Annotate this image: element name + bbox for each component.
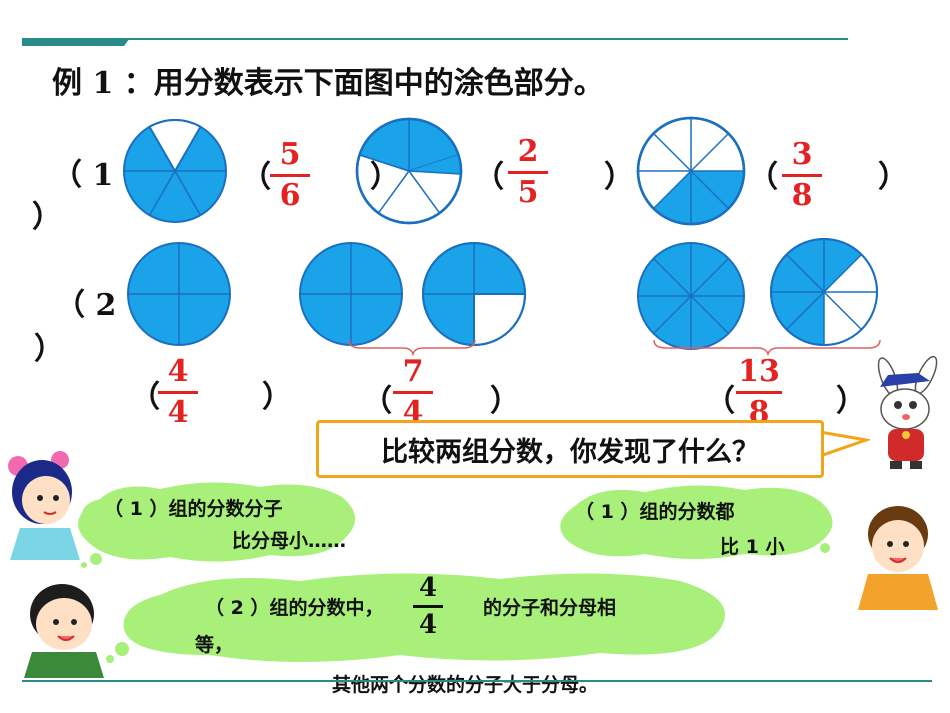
circle-5-of-8 — [770, 238, 878, 346]
answer5-open: （ — [362, 384, 392, 419]
bubble-right-line1: （ 1 ）组的分数都 — [575, 501, 735, 523]
bubble-bottom — [106, 573, 726, 663]
bubble-right — [560, 485, 833, 559]
answer3-open: （ — [748, 160, 778, 195]
denominator: 4 — [167, 395, 189, 430]
fraction-bar — [393, 391, 433, 394]
denominator: 5 — [517, 175, 539, 210]
bubble-left-top-line2: 比分母小…… — [232, 530, 347, 552]
boy-character-icon — [24, 584, 104, 678]
answer-3-8: 3 8 — [782, 140, 822, 211]
denominator: 8 — [791, 178, 813, 213]
bottom-rule — [22, 680, 932, 682]
group-brace — [348, 339, 476, 357]
bubble-left-top — [78, 482, 356, 568]
bubble-fraction-4-4: 4 4 — [413, 575, 443, 638]
answer2-close: ） — [604, 160, 634, 195]
numerator: 3 — [791, 137, 813, 172]
row2-label: （ 2 — [55, 288, 117, 323]
numerator: 7 — [402, 354, 424, 389]
circle-full-quarters — [299, 242, 403, 346]
circle-4-of-4 — [127, 242, 231, 346]
fraction-bar — [413, 605, 443, 608]
answer6-open: （ — [705, 384, 735, 419]
circle-3-of-8 — [636, 116, 746, 226]
answer1-open: （ — [241, 160, 271, 195]
numerator: 4 — [167, 354, 189, 389]
circle-2-of-5 — [355, 117, 463, 225]
answer3-close: ） — [878, 160, 908, 195]
numerator: 13 — [738, 354, 780, 389]
circle-3-of-4 — [422, 242, 527, 347]
fraction-bar — [782, 174, 822, 177]
fraction-bar — [736, 391, 782, 394]
circle-5-of-6 — [123, 119, 227, 223]
answer-13-8: 13 8 — [736, 357, 782, 428]
answer-2-5: 2 5 — [508, 137, 548, 208]
bubble-bottom-suffix: 的分子和分母相 — [483, 597, 617, 619]
row1-label: （ 1 — [52, 158, 114, 193]
answer4-open: （ — [130, 380, 160, 415]
answer2-open: （ — [474, 160, 504, 195]
answer-5-6: 5 6 — [270, 140, 310, 211]
denominator: 6 — [279, 178, 301, 213]
top-rule — [22, 38, 848, 46]
answer5-close: ） — [490, 384, 520, 419]
answer6-close: ） — [836, 384, 866, 419]
bubble-bottom-line2: 等， — [195, 634, 234, 656]
answer4-close: ） — [262, 380, 292, 415]
circle-full-eighths — [637, 242, 745, 350]
bubble-right-line2: 比 1 小 — [720, 536, 785, 558]
page-title: 例 1 ：用分数表示下面图中的涂色部分。 — [52, 66, 604, 101]
girl-character-icon — [8, 451, 80, 560]
bubble-bottom-line3: 其他两个分数的分子大于分母。 — [332, 674, 599, 696]
numerator: 4 — [418, 573, 438, 603]
row1-label-close: ） — [32, 200, 62, 235]
numerator: 2 — [517, 134, 539, 169]
rabbit-mascot-icon — [877, 355, 938, 469]
bubble-left-top-line1: （ 1 ）组的分数分子 — [104, 498, 283, 520]
boy-right-character-icon — [858, 506, 938, 610]
group-brace — [653, 339, 881, 357]
numerator: 5 — [279, 137, 301, 172]
row2-label-close: ） — [34, 332, 64, 367]
answer-4-4: 4 4 — [158, 357, 198, 428]
bubble-bottom-prefix: （ 2 ）组的分数中， — [205, 597, 384, 619]
fraction-bar — [158, 391, 198, 394]
fraction-bar — [508, 171, 548, 174]
denominator: 4 — [418, 610, 438, 640]
question-box: 比较两组分数，你发现了什么？ — [316, 420, 824, 478]
fraction-bar — [270, 174, 310, 177]
answer-7-4: 7 4 — [393, 357, 433, 428]
answer1-close: ） — [370, 160, 400, 195]
